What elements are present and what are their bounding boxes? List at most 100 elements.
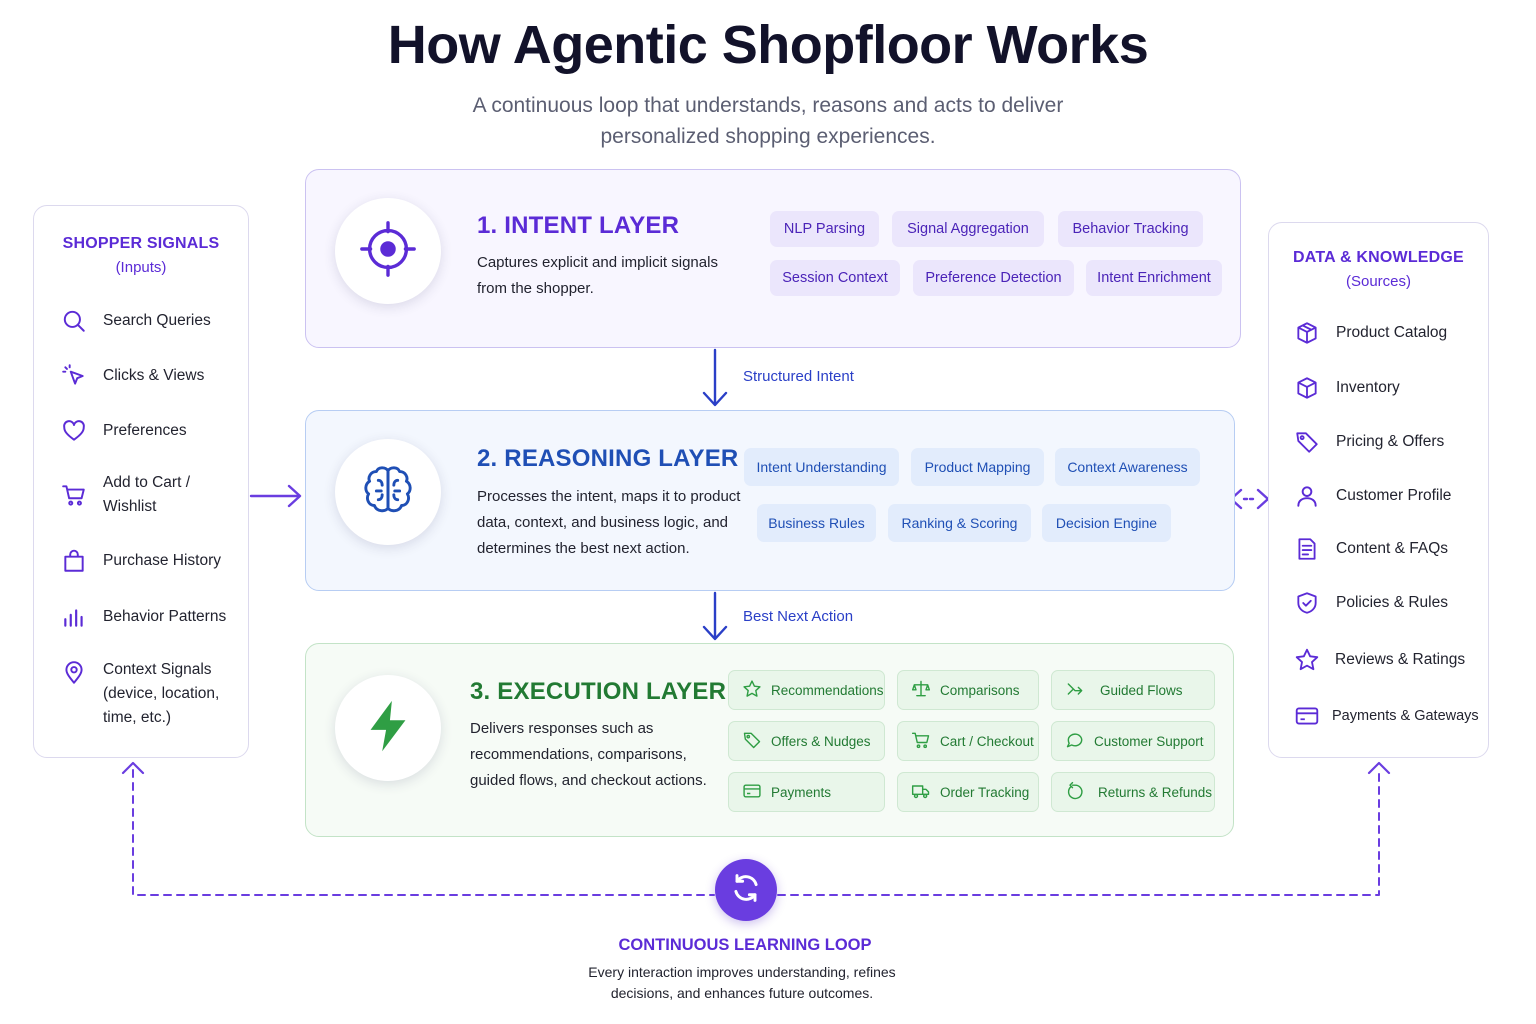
lightning-icon	[357, 695, 419, 762]
refresh-icon	[728, 870, 764, 911]
signal-label: Clicks & Views	[103, 367, 205, 384]
cursor-click-icon	[61, 363, 87, 389]
source-item-pricing-offers: Pricing & Offers	[1294, 429, 1444, 455]
flow-label-structured-intent: Structured Intent	[743, 368, 854, 385]
signal-label: Behavior Patterns	[103, 608, 227, 625]
page-subtitle: A continuous loop that understands, reas…	[472, 94, 1064, 148]
flow-arrow-best-next-action	[702, 591, 728, 641]
box-icon	[1294, 375, 1320, 401]
location-pin-icon	[61, 660, 87, 686]
reasoning-layer-description: Processes the intent, maps it to product…	[477, 488, 741, 557]
execution-chip-label: Returns & Refunds	[1098, 784, 1213, 800]
source-label: Payments & Gateways	[1332, 708, 1479, 724]
flow-label-best-next-action: Best Next Action	[743, 608, 854, 625]
intent-chip: NLP Parsing	[770, 211, 879, 247]
loop-description: Every interaction improves understanding…	[0, 962, 1484, 1004]
cart-icon	[61, 482, 87, 508]
scale-icon	[911, 679, 931, 702]
signal-label: Purchase History	[103, 552, 222, 569]
chat-icon	[1065, 730, 1085, 753]
loop-description-text: Every interaction improves understanding…	[588, 964, 896, 1001]
box-icon	[1294, 320, 1320, 346]
reasoning-chip: Ranking & Scoring	[888, 504, 1031, 542]
input-arrow	[249, 484, 302, 508]
document-icon	[1294, 536, 1320, 562]
execution-chip-label: Offers & Nudges	[771, 733, 871, 749]
source-label: Pricing & Offers	[1336, 433, 1445, 450]
source-item-customer-profile: Customer Profile	[1294, 483, 1451, 509]
tag-icon	[742, 730, 762, 753]
execution-chip-returns-refunds: Returns & Refunds	[1051, 772, 1215, 812]
loop-arrowhead-right	[1367, 761, 1391, 775]
intent-chip: Signal Aggregation	[892, 211, 1044, 247]
loop-arrowhead-left	[121, 761, 145, 775]
target-icon	[357, 218, 419, 285]
reasoning-chip: Product Mapping	[911, 448, 1044, 486]
execution-layer-title: 3. EXECUTION LAYER	[470, 678, 727, 705]
signal-label: Add to Cart / Wishlist	[103, 474, 191, 515]
route-icon	[1065, 679, 1085, 702]
loop-title: CONTINUOUS LEARNING LOOP	[618, 936, 872, 954]
source-label: Reviews & Ratings	[1335, 651, 1466, 668]
execution-chip-offers-nudges: Offers & Nudges	[728, 721, 885, 761]
execution-chip-label: Guided Flows	[1100, 682, 1183, 698]
source-item-content-faqs: Content & FAQs	[1294, 536, 1448, 562]
heart-icon	[61, 418, 87, 444]
credit-card-icon	[742, 781, 762, 804]
signal-item-preferences: Preferences	[61, 418, 187, 444]
signal-item-clicks-views: Clicks & Views	[61, 363, 204, 389]
shopping-bag-icon	[61, 548, 87, 574]
loop-icon-circle	[715, 859, 777, 921]
brain-icon	[357, 459, 419, 526]
source-item-inventory: Inventory	[1294, 375, 1400, 401]
return-icon	[1065, 781, 1085, 804]
signal-label: Search Queries	[103, 312, 211, 329]
source-label: Product Catalog	[1336, 324, 1448, 341]
bar-chart-icon	[61, 604, 87, 630]
signal-label: Context Signals (device, location, time,…	[103, 661, 220, 726]
intent-chip: Behavior Tracking	[1058, 211, 1203, 247]
execution-layer-card: 3. EXECUTION LAYER Delivers responses su…	[305, 643, 1234, 837]
source-label: Inventory	[1336, 379, 1400, 396]
intent-chip: Preference Detection	[913, 260, 1074, 296]
reasoning-chip: Context Awareness	[1055, 448, 1200, 486]
signal-item-context-signals: Context Signals (device, location, time,…	[61, 658, 241, 730]
execution-chip-label: Recommendations	[771, 682, 884, 698]
execution-chip-label: Order Tracking	[940, 784, 1030, 800]
star-icon	[742, 679, 762, 702]
signal-item-purchase-history: Purchase History	[61, 548, 221, 574]
signal-item-behavior-patterns: Behavior Patterns	[61, 604, 226, 630]
execution-chip-guided-flows: Guided Flows	[1051, 670, 1215, 710]
data-knowledge-panel: DATA & KNOWLEDGE (Sources) Product Catal…	[1268, 222, 1489, 758]
intent-layer-description: Captures explicit and implicit signals f…	[477, 254, 718, 297]
reasoning-chip: Decision Engine	[1042, 504, 1171, 542]
reasoning-layer-title: 2. REASONING LAYER	[477, 445, 739, 472]
execution-chip-label: Customer Support	[1094, 733, 1204, 749]
execution-chip-customer-support: Customer Support	[1051, 721, 1215, 761]
signal-label: Preferences	[103, 422, 187, 439]
reasoning-chip: Business Rules	[757, 504, 876, 542]
source-item-product-catalog: Product Catalog	[1294, 320, 1447, 346]
credit-card-icon	[1294, 703, 1320, 729]
cart-icon	[911, 730, 931, 753]
shopper-signals-title: SHOPPER SIGNALS	[62, 235, 220, 252]
data-knowledge-subtitle: (Sources)	[1345, 273, 1412, 290]
execution-chip-label: Cart / Checkout	[940, 733, 1034, 749]
shopper-signals-subtitle: (Inputs)	[115, 259, 167, 276]
intent-icon-circle	[335, 198, 441, 304]
execution-chip-label: Comparisons	[940, 682, 1020, 698]
execution-chip-recommendations: Recommendations	[728, 670, 885, 710]
flow-arrow-structured-intent	[702, 348, 728, 407]
shopper-signals-panel: SHOPPER SIGNALS (Inputs) Search Queries …	[33, 205, 249, 758]
source-label: Customer Profile	[1336, 487, 1452, 504]
signal-item-add-to-cart: Add to Cart / Wishlist	[61, 471, 231, 519]
intent-layer-card: 1. INTENT LAYER Captures explicit and im…	[305, 169, 1241, 348]
truck-icon	[911, 781, 931, 804]
source-item-reviews-ratings: Reviews & Ratings	[1294, 647, 1465, 673]
reasoning-icon-circle	[335, 439, 441, 545]
execution-chip-cart-checkout: Cart / Checkout	[897, 721, 1039, 761]
execution-chip-payments: Payments	[728, 772, 885, 812]
star-icon	[1294, 647, 1320, 673]
intent-chip: Intent Enrichment	[1086, 260, 1222, 296]
execution-icon-circle	[335, 675, 441, 781]
